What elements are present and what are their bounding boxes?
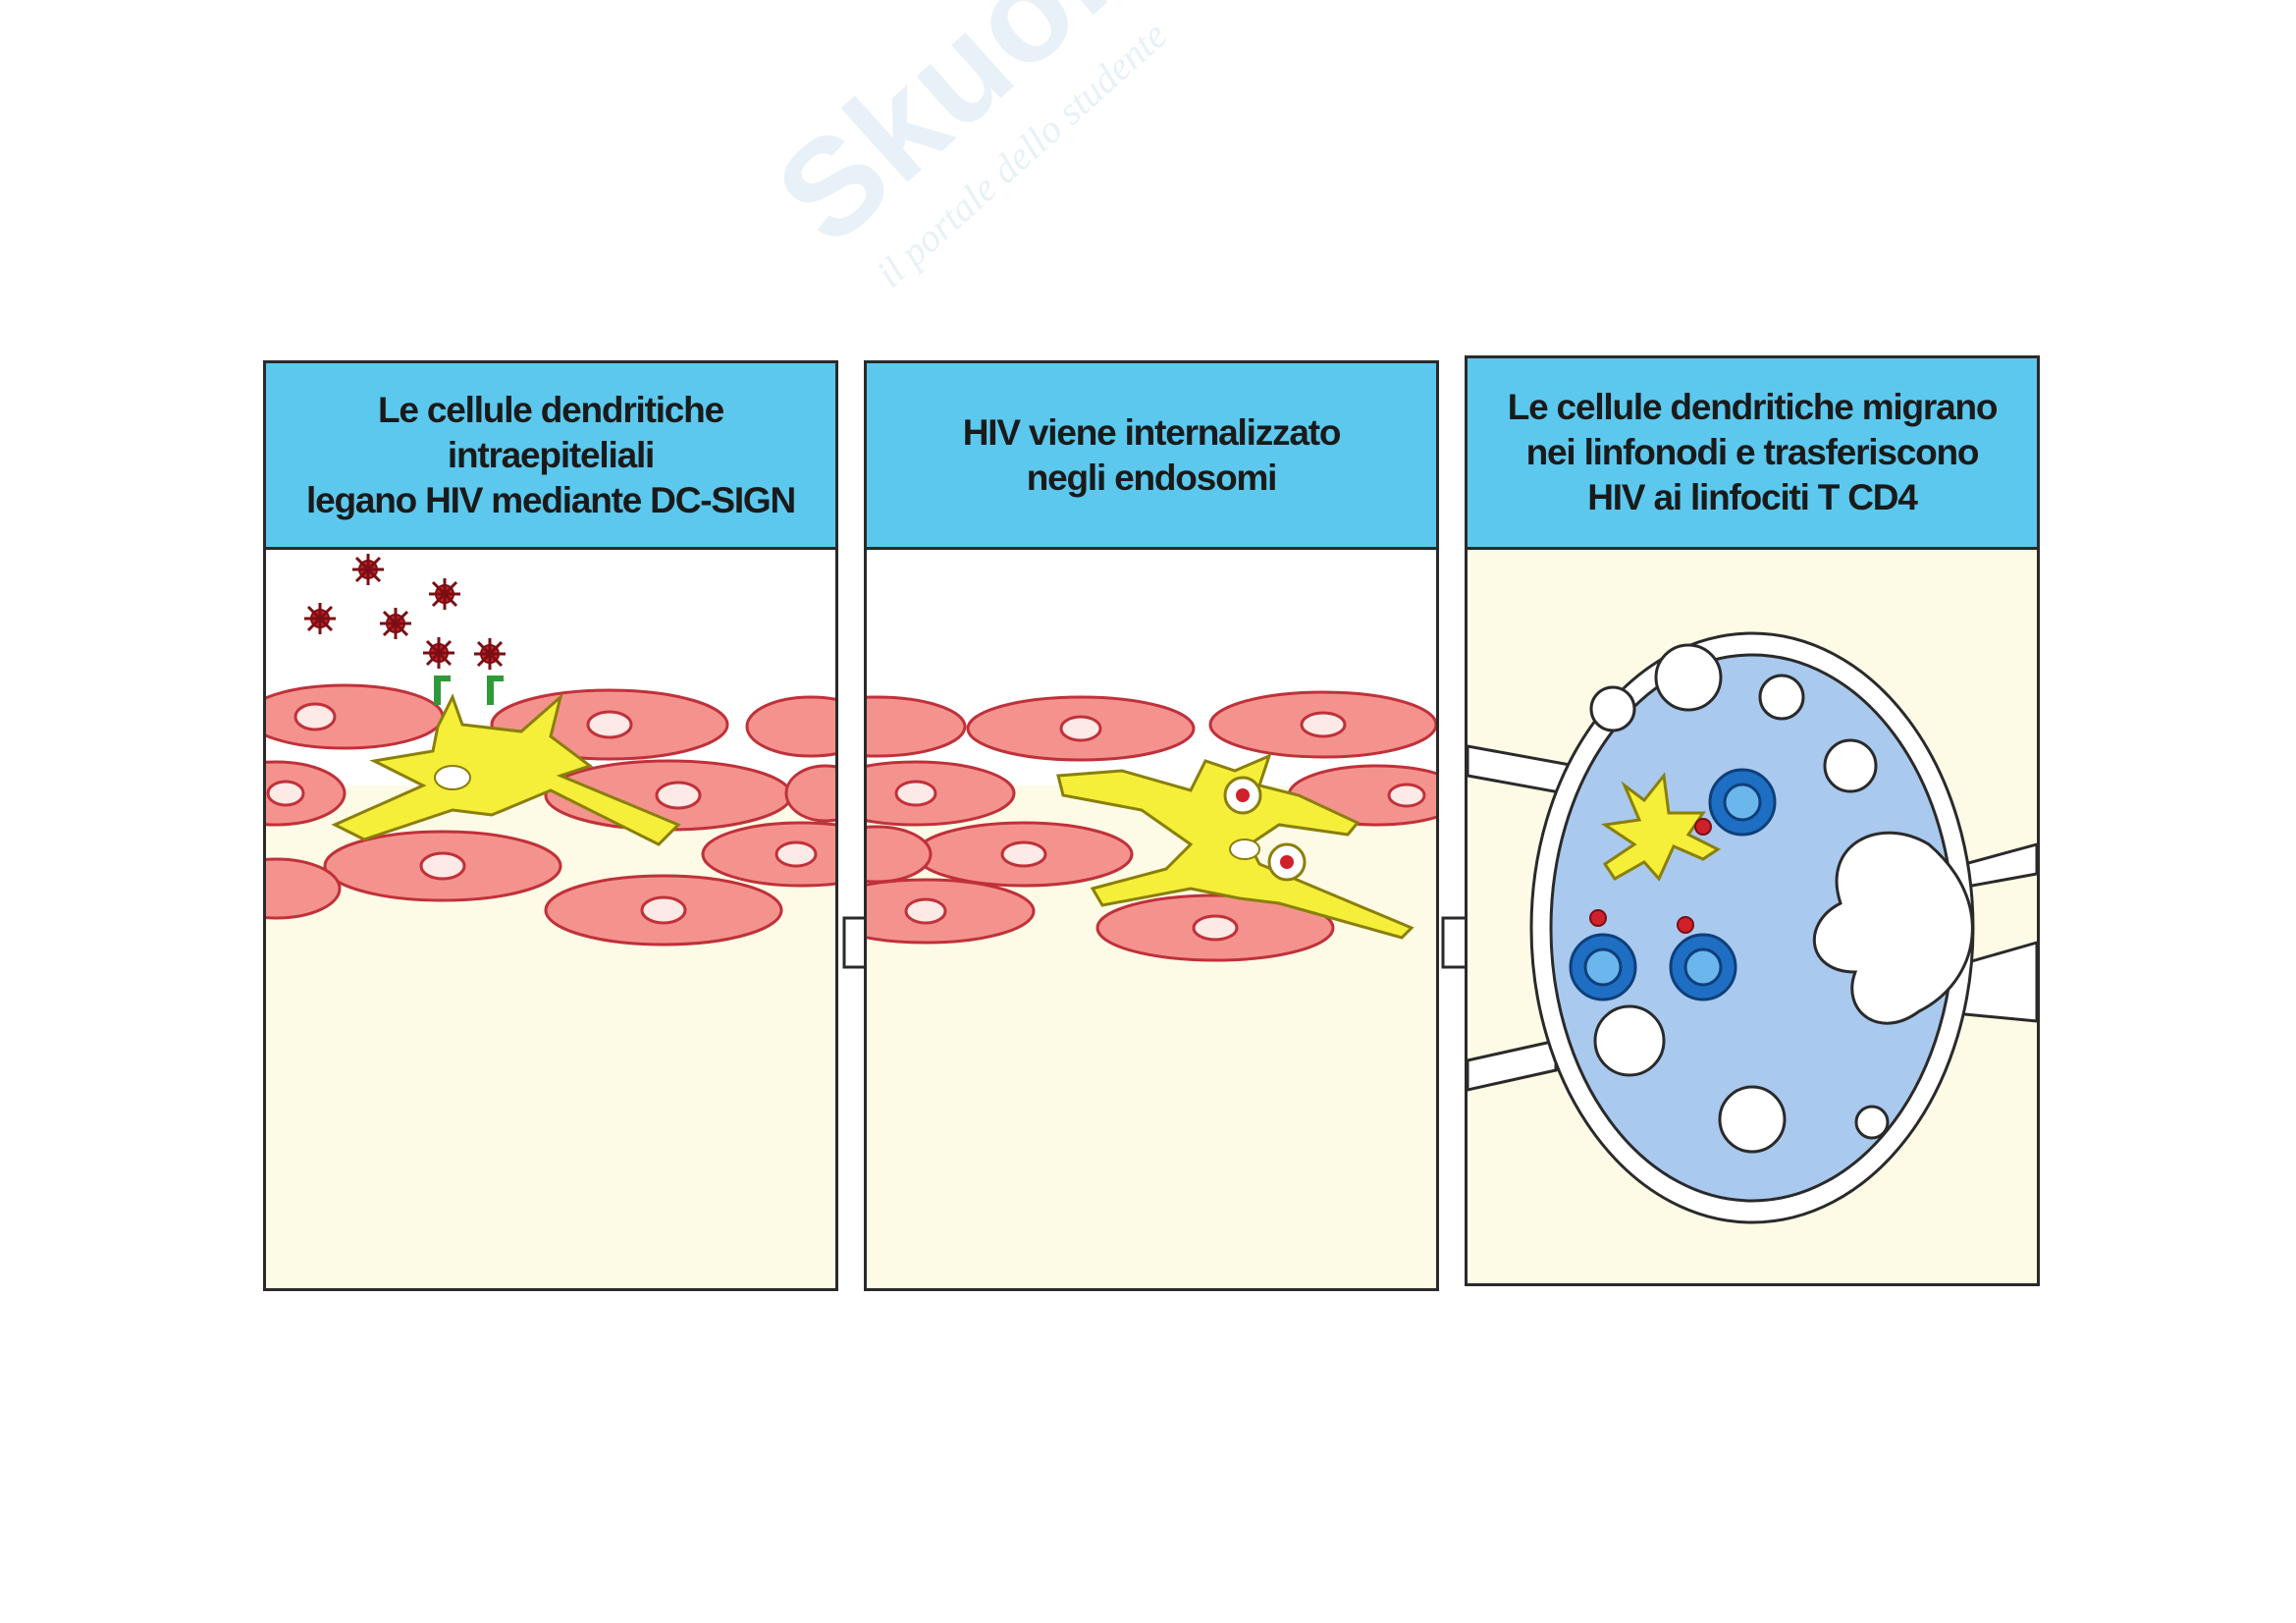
lymph-node-svg: [1468, 550, 2037, 1283]
panel-2-header: HIV viene internalizzato negli endosomi: [867, 363, 1436, 550]
watermark-subtitle: il portale dello studente: [867, 12, 1176, 297]
hiv-virion-icon: [1589, 818, 1712, 934]
panel-1-illustration: [266, 550, 835, 1288]
panel-1-title: Le cellule dendritiche intraepiteliali l…: [305, 389, 796, 520]
panel-1-header: Le cellule dendritiche intraepiteliali l…: [266, 363, 835, 550]
epithelial-cell: [266, 760, 347, 827]
panel-3-header: Le cellule dendritiche migrano nei linfo…: [1468, 358, 2037, 550]
epithelial-cell: [1208, 690, 1436, 759]
panel-3-illustration: [1468, 550, 2037, 1283]
epithelial-cell: [867, 878, 1036, 945]
watermark: Skuola.net il portale dello studente: [746, 0, 1415, 309]
epithelial-cell: [323, 830, 562, 902]
t-cell-cd4: [1569, 768, 1777, 1001]
internalization-svg: [867, 550, 1436, 1288]
dendritic-cell: [331, 692, 681, 846]
panel-1: Le cellule dendritiche intraepiteliali l…: [263, 360, 838, 1291]
epithelial-cell: [745, 695, 835, 758]
epithelial-cell: [701, 821, 835, 888]
panel-2: HIV viene internalizzato negli endosomi: [864, 360, 1439, 1291]
epithelial-cell: [1095, 893, 1335, 962]
epithelial-cell: [784, 764, 835, 823]
epithelial-cell: [544, 874, 783, 947]
watermark-logo: Skuola.net: [746, 0, 1383, 275]
epithelial-cell: [914, 821, 1134, 888]
epithelial-cell: [867, 760, 1016, 827]
epithelial-cell: [867, 695, 967, 758]
lymph-node: [1529, 631, 1975, 1224]
epithelial-cell: [266, 857, 342, 920]
panel-3: Le cellule dendritiche migrano nei linfo…: [1465, 355, 2040, 1286]
epithelium-binding-svg: [266, 550, 835, 1288]
epithelial-cell: [266, 683, 445, 750]
hiv-virion-icon: [1236, 788, 1294, 869]
dendritic-cell: [1600, 772, 1721, 882]
panel-2-title: HIV viene internalizzato negli endosomi: [962, 411, 1342, 498]
epithelial-cell: [966, 695, 1196, 762]
panel-3-title: Le cellule dendritiche migrano nei linfo…: [1507, 387, 1999, 517]
panel-2-illustration: [867, 550, 1436, 1288]
dc-sign-receptor-icon: [434, 676, 504, 705]
